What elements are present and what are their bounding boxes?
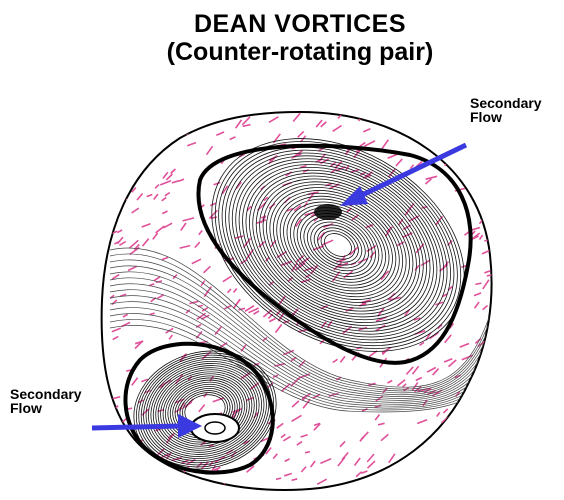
velocity-vector xyxy=(471,114,476,119)
velocity-vector xyxy=(440,442,447,445)
velocity-vector xyxy=(178,110,184,119)
velocity-vector xyxy=(139,155,143,159)
velocity-vector xyxy=(411,121,418,124)
velocity-vector xyxy=(462,133,468,136)
velocity-vector xyxy=(474,371,480,377)
velocity-vector xyxy=(480,147,485,149)
velocity-vector xyxy=(135,134,142,140)
velocity-vector xyxy=(478,173,483,176)
velocity-vector xyxy=(174,115,185,119)
velocity-vector xyxy=(115,203,120,209)
velocity-vector xyxy=(429,466,436,471)
velocity-vector xyxy=(471,392,475,398)
velocity-vector xyxy=(170,120,181,124)
velocity-vector xyxy=(488,126,496,129)
velocity-vector xyxy=(476,150,485,157)
velocity-vector xyxy=(355,481,361,488)
velocity-vector xyxy=(475,426,479,431)
velocity-vector xyxy=(378,118,383,124)
velocity-vector xyxy=(470,443,480,449)
velocity-vector xyxy=(422,446,427,452)
velocity-vector xyxy=(129,114,133,119)
velocity-vector xyxy=(447,461,456,469)
velocity-vector xyxy=(480,180,483,184)
velocity-vector xyxy=(175,479,180,483)
velocity-vector xyxy=(481,478,485,482)
velocity-vector xyxy=(161,118,171,122)
velocity-vector xyxy=(125,188,130,190)
velocity-vector xyxy=(482,112,488,120)
velocity-vector xyxy=(121,454,129,456)
velocity-vector xyxy=(415,470,424,473)
velocity-vector xyxy=(478,425,484,434)
lower-vortex-eye xyxy=(191,414,239,442)
velocity-vector xyxy=(126,130,138,133)
velocity-vector xyxy=(485,354,494,359)
velocity-vector xyxy=(433,120,440,130)
velocity-vector xyxy=(425,480,431,483)
velocity-vector xyxy=(465,115,471,119)
velocity-vector xyxy=(423,473,430,483)
velocity-vector xyxy=(119,171,128,175)
velocity-vector xyxy=(462,133,468,141)
velocity-vector xyxy=(174,128,177,132)
velocity-vector xyxy=(456,435,463,440)
velocity-vector xyxy=(144,144,149,146)
velocity-vector xyxy=(447,133,453,136)
velocity-vector xyxy=(433,443,443,447)
velocity-vector xyxy=(462,433,471,437)
velocity-vector xyxy=(363,115,369,119)
velocity-vector xyxy=(448,123,454,129)
velocity-vector xyxy=(459,124,464,128)
velocity-vector xyxy=(115,123,123,129)
velocity-vector xyxy=(364,112,370,119)
velocity-vector xyxy=(470,408,475,411)
velocity-vector xyxy=(400,122,407,128)
velocity-vector xyxy=(487,459,495,464)
upper-vortex-core xyxy=(314,204,342,220)
velocity-vector xyxy=(478,444,482,449)
velocity-vector xyxy=(485,392,495,395)
velocity-vector xyxy=(117,184,122,188)
velocity-vector xyxy=(486,377,493,380)
velocity-vector xyxy=(486,114,493,121)
velocity-vector xyxy=(477,412,483,414)
velocity-vector xyxy=(168,126,175,131)
velocity-vector xyxy=(150,475,156,478)
velocity-vector xyxy=(111,477,117,480)
velocity-vector xyxy=(146,471,155,474)
velocity-vector xyxy=(482,352,488,356)
velocity-vector xyxy=(115,442,120,445)
velocity-vector xyxy=(411,123,417,127)
velocity-vector xyxy=(489,194,495,199)
velocity-vector xyxy=(113,185,116,189)
